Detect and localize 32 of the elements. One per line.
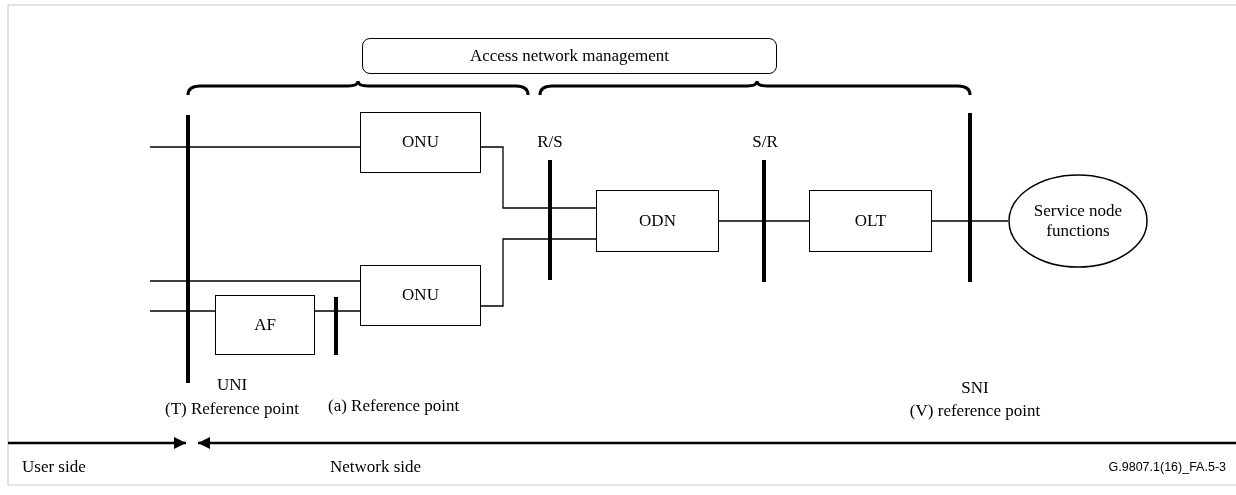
connector-line: [718, 220, 810, 222]
node-label: Access network management: [469, 45, 670, 67]
reference-point-label: UNI: [216, 375, 248, 396]
process-box: [360, 265, 481, 326]
reference-point-label: R/S: [537, 132, 563, 153]
side-label: User side: [22, 457, 86, 478]
connector-line: [480, 238, 597, 307]
connector-line: [149, 280, 361, 282]
process-box: [809, 190, 932, 252]
node-label: Service node functions: [1032, 200, 1124, 242]
reference-point-label: S/R: [752, 132, 778, 153]
node-label: ONU: [402, 285, 439, 306]
connector-line: [480, 146, 597, 209]
function-ellipse: [1008, 174, 1148, 268]
figure-code: G.9807.1(16)_FA.5-3: [1108, 460, 1226, 475]
reference-point-label: (a) Reference point: [328, 396, 460, 417]
node-label: ONU: [402, 132, 439, 153]
connector-line: [931, 220, 1009, 222]
node-label: AF: [254, 314, 276, 336]
side-label: Network side: [330, 457, 422, 478]
process-box: [360, 112, 481, 173]
reference-point-label: SNI: [961, 378, 989, 399]
connector-line: [149, 146, 361, 148]
node-label: OLT: [854, 210, 887, 232]
process-box: [215, 295, 315, 355]
connector-line: [149, 310, 216, 312]
process-box: [596, 190, 719, 252]
reference-point-label: (T) Reference point: [165, 399, 299, 420]
node-label: ODN: [639, 210, 676, 232]
reference-point-label: (V) reference point: [909, 401, 1041, 422]
management-box: [362, 38, 777, 74]
connector-line: [314, 310, 361, 312]
